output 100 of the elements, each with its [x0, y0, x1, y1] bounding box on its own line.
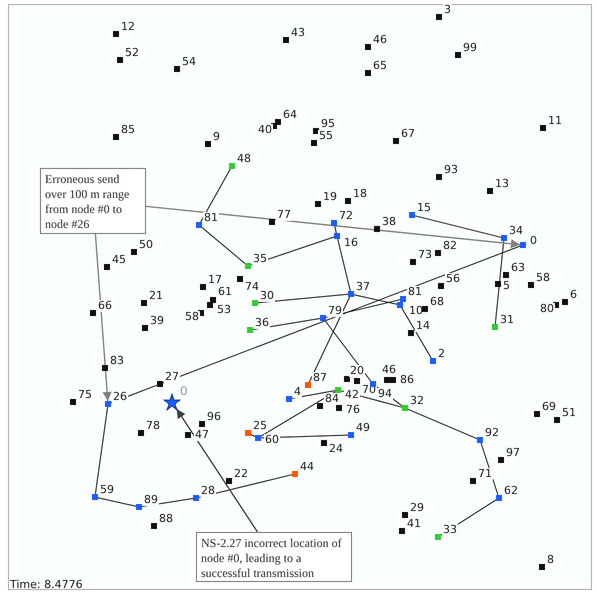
- node-id-label: 9: [212, 131, 221, 143]
- node-id-label: 43: [290, 27, 306, 39]
- link-line: [200, 168, 231, 222]
- link-line: [142, 498, 194, 507]
- node-id-label: 11: [547, 115, 563, 127]
- arrow: [94, 234, 112, 402]
- annotation-box: Erroneous send over 100 m range from node #0 to node #26: [40, 168, 146, 234]
- node-id-label: 16: [343, 237, 359, 249]
- annotation-box: NS-2.27 incorrect location of node #0, leading to a successful transmission: [196, 532, 352, 582]
- node-id-label: 3: [443, 4, 452, 16]
- node-id-label: 10: [408, 305, 424, 317]
- node-id-label: 56: [445, 273, 461, 285]
- node-id-label: 25: [252, 420, 268, 432]
- node-id-label: 88: [158, 513, 174, 525]
- node-id-label: 32: [409, 395, 425, 407]
- node-id-label: 12: [120, 21, 136, 33]
- node-id-label: 35: [252, 253, 268, 265]
- node-id-label: 58: [535, 272, 551, 284]
- node-id-label: 95: [320, 118, 336, 130]
- node-id-label: 47: [194, 429, 210, 441]
- node-id-label: 21: [148, 290, 164, 302]
- link-line: [494, 240, 504, 324]
- node-id-label: 36: [254, 317, 270, 329]
- link-line: [440, 499, 496, 536]
- node-id-label: 94: [377, 388, 393, 400]
- node-id-label: 61: [217, 286, 233, 298]
- node-id-label: 87: [312, 372, 328, 384]
- arrow: [176, 408, 258, 532]
- node-id-label: 89: [143, 494, 159, 506]
- node-id-label: 55: [318, 130, 334, 142]
- link-line: [110, 384, 158, 404]
- link-line: [198, 474, 292, 498]
- node-id-label: 58: [184, 311, 200, 323]
- node-id-label: 33: [442, 524, 458, 536]
- link-line: [337, 238, 351, 292]
- node-id-label: 62: [503, 485, 519, 497]
- node-id-label: 81: [203, 212, 219, 224]
- link-line: [162, 246, 520, 384]
- node-id-label: 38: [381, 216, 397, 228]
- node-id-label: 75: [77, 389, 93, 401]
- node-id-label: 34: [508, 225, 524, 237]
- node-id-label: 52: [124, 47, 140, 59]
- link-line: [326, 299, 400, 318]
- node-id-label: 50: [138, 239, 154, 251]
- node-id-label: 22: [233, 468, 249, 480]
- node-id-label: 37: [355, 281, 371, 293]
- node-id-label: 78: [145, 420, 161, 432]
- link-line: [94, 406, 108, 494]
- node-id-label: 0: [529, 235, 538, 247]
- node-id-label: 71: [477, 468, 493, 480]
- link-line: [98, 497, 136, 507]
- node-id-label: 13: [494, 178, 510, 190]
- node-id-label: 93: [443, 164, 459, 176]
- node-id-label: 45: [111, 254, 127, 266]
- node-id-label: 19: [322, 191, 338, 203]
- link-line: [408, 408, 478, 440]
- node-id-label: 6: [569, 289, 578, 301]
- node-id-label: 49: [355, 422, 371, 434]
- link-line: [202, 227, 246, 264]
- node-id-label: 48: [236, 153, 252, 165]
- node-id-label: 17: [207, 274, 223, 286]
- time-readout: Time: 8.4776: [10, 578, 83, 591]
- node-id-label: 28: [200, 485, 216, 497]
- node-id-label: 65: [372, 60, 388, 72]
- node-id-label: 31: [499, 314, 515, 326]
- node-id-label: 77: [276, 209, 292, 221]
- node-id-label: 82: [442, 240, 458, 252]
- node-id-label: 2: [437, 348, 446, 360]
- link-line: [324, 320, 372, 382]
- node-id-label: 59: [99, 484, 115, 496]
- node-id-label: 64: [282, 109, 298, 121]
- node-id-label: 97: [505, 447, 521, 459]
- node-id-label: 18: [352, 188, 368, 200]
- node-id-label: 27: [164, 371, 180, 383]
- link-line: [260, 391, 336, 437]
- node-id-label: 85: [120, 124, 136, 136]
- node-id-label: 54: [181, 56, 197, 68]
- node-id-label: 14: [415, 320, 431, 332]
- node-id-label: 72: [338, 210, 354, 222]
- link-line: [354, 294, 398, 305]
- link-line: [252, 318, 320, 330]
- arrow: [146, 206, 520, 248]
- node-id-label: 83: [109, 355, 125, 367]
- link-line: [308, 296, 350, 382]
- link-line: [258, 294, 348, 304]
- node-id-label: 41: [406, 518, 422, 530]
- link-line: [292, 390, 336, 399]
- node-id-label: 60: [264, 434, 280, 446]
- node-id-label: 8: [546, 554, 555, 566]
- node-id-label: 40: [257, 124, 273, 136]
- link-line: [334, 226, 337, 234]
- node-id-label: 42: [344, 389, 360, 401]
- node-id-label: 76: [345, 404, 361, 416]
- node-id-label: 24: [328, 443, 344, 455]
- node-id-label: 44: [299, 461, 315, 473]
- link-line: [414, 215, 502, 238]
- node-id-label: 73: [417, 249, 433, 261]
- node-id-label: 29: [409, 502, 425, 514]
- node-id-label: 74: [244, 281, 260, 293]
- node-id-label: 5: [502, 280, 511, 292]
